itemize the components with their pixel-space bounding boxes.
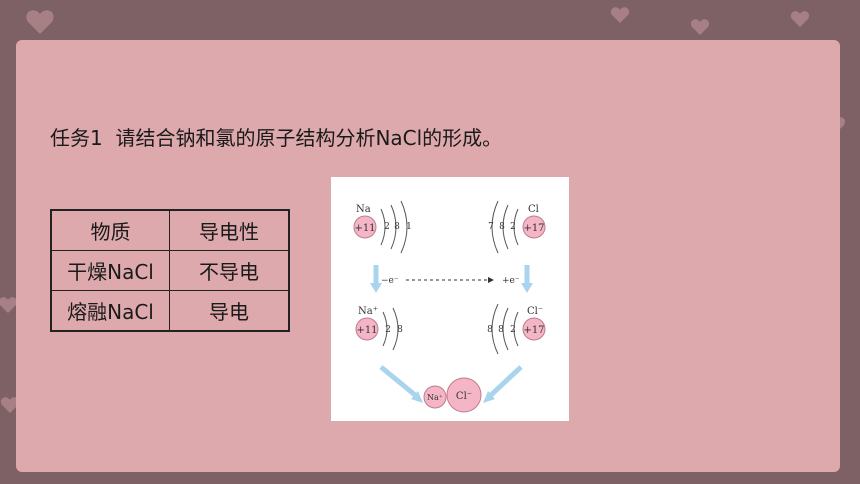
- table-cell: 熔融NaCl: [50, 290, 170, 332]
- table-cell: 干燥NaCl: [50, 250, 170, 291]
- gain-electron-label: +e⁻: [502, 276, 520, 286]
- task-title: 任务1 请结合钠和氯的原子结构分析NaCl的形成。: [50, 126, 503, 150]
- cl-ion-shell: 8: [487, 325, 493, 335]
- heart-icon: [0, 397, 20, 413]
- cl-atom-symbol: Cl: [528, 204, 539, 215]
- table-row: 熔融NaCl 导电: [50, 290, 290, 332]
- heart-icon: [690, 19, 710, 35]
- heart-icon: [26, 10, 54, 34]
- cl-ion-shell: 8: [498, 325, 504, 335]
- nacl-formation-diagram: Na +11 2 8 1 Cl +17 7 8 2: [331, 177, 569, 421]
- chlorine-atom: Cl +17 7 8 2: [488, 200, 546, 254]
- conductivity-table: 物质 导电性 干燥NaCl 不导电 熔融NaCl 导电: [50, 209, 290, 332]
- na-cation: [423, 385, 447, 409]
- table-header-row: 物质 导电性: [50, 209, 290, 251]
- nacl-ion-pair: Na⁺ Cl⁻: [423, 377, 482, 413]
- na-atom-shell: 8: [394, 222, 400, 232]
- cl-atom-shell: 2: [510, 222, 516, 232]
- sodium-atom: Na +11 2 8 1: [353, 200, 412, 254]
- na-ion-shell: 8: [397, 325, 403, 335]
- na-ion-nucleus-label: +11: [356, 325, 377, 336]
- combine-arrows: [379, 365, 523, 403]
- cl-ion-symbol: Cl⁻: [527, 306, 543, 317]
- table-row: 干燥NaCl 不导电: [50, 250, 290, 291]
- na-atom-nucleus: [353, 215, 377, 239]
- lose-electron-label: −e⁻: [381, 276, 399, 286]
- na-ion-nucleus: [355, 317, 379, 341]
- na-ion-symbol: Na⁺: [358, 306, 378, 317]
- cl-anion-label: Cl⁻: [456, 391, 472, 402]
- heart-icon: [0, 297, 17, 313]
- cl-atom-nucleus-label: +17: [523, 223, 544, 234]
- na-cation-label: Na⁺: [427, 393, 443, 402]
- table-cell: 不导电: [169, 250, 290, 291]
- table-cell: 导电: [169, 290, 290, 332]
- na-atom-shell: 1: [406, 222, 412, 232]
- na-atom-shell: 2: [384, 222, 390, 232]
- heart-icon: [790, 11, 810, 27]
- cl-ion-shell: 2: [510, 325, 516, 335]
- table-header-cell: 物质: [50, 209, 170, 251]
- electron-transfer: −e⁻ +e⁻: [370, 265, 533, 293]
- na-atom-nucleus-label: +11: [354, 223, 375, 234]
- cl-ion-nucleus-label: +17: [523, 325, 544, 336]
- cl-ion-nucleus: [522, 317, 546, 341]
- chloride-ion: Cl⁻ +17 8 8 2: [487, 303, 546, 355]
- cl-atom-nucleus: [522, 215, 546, 239]
- sodium-ion: Na⁺ +11 2 8: [355, 306, 403, 351]
- cl-atom-shell: 8: [499, 222, 505, 232]
- cl-anion: [446, 377, 482, 413]
- na-atom-symbol: Na: [356, 204, 371, 215]
- na-ion-shell: 2: [385, 325, 391, 335]
- cl-atom-shell: 7: [488, 222, 494, 232]
- heart-icon: [610, 7, 630, 23]
- table-header-cell: 导电性: [169, 209, 290, 251]
